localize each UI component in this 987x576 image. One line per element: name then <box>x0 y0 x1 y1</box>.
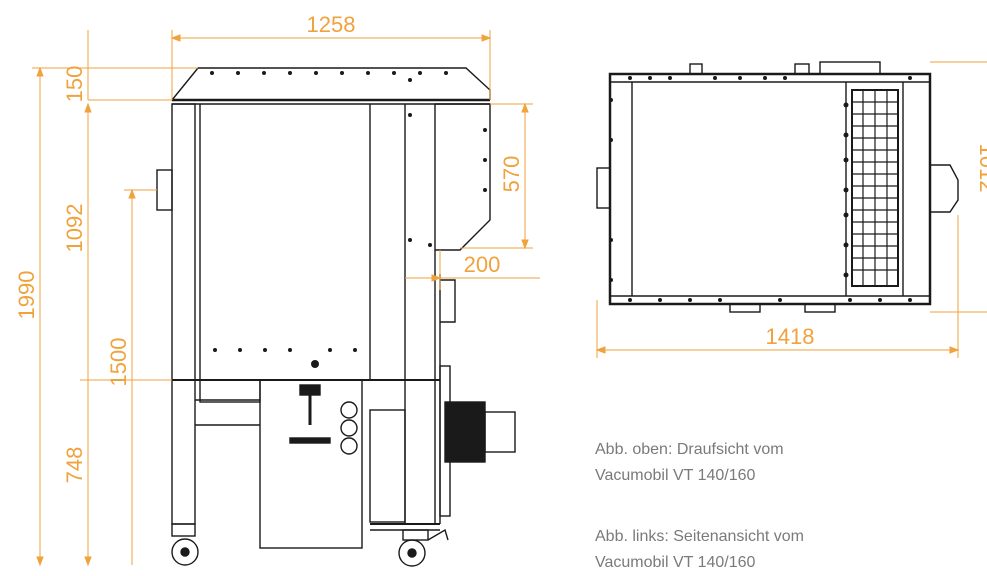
dim-offset: 200 <box>464 252 501 277</box>
dim-width-top: 1258 <box>307 12 356 37</box>
dim-total-height: 1990 <box>14 271 39 320</box>
dim-top-height: 150 <box>62 66 87 103</box>
dim-body-height: 1092 <box>62 204 87 253</box>
side-view-drawing <box>156 67 516 567</box>
dim-lower-height: 748 <box>62 447 87 484</box>
filter-grid <box>851 89 899 287</box>
caption-top-view: Abb. oben: Draufsicht vom Vacumobil VT 1… <box>595 437 784 489</box>
side-view-rivets <box>210 71 487 368</box>
side-view-dimension-lines <box>32 30 540 567</box>
top-view-dimension-lines <box>595 61 987 358</box>
dim-top-view-width: 1418 <box>766 324 815 349</box>
top-view-drawing <box>596 61 959 313</box>
caption-top-view-line1: Abb. oben: Draufsicht vom <box>595 441 784 458</box>
top-view-rivets <box>609 76 912 302</box>
dim-right-upper-height: 570 <box>499 156 524 193</box>
caption-side-view-line1: Abb. links: Seitenansicht vom <box>595 528 804 545</box>
dim-top-view-depth: 1012 <box>975 144 987 193</box>
caption-side-view: Abb. links: Seitenansicht vom Vacumobil … <box>595 524 804 576</box>
caption-side-view-line2: Vacumobil VT 140/160 <box>595 554 756 571</box>
caption-top-view-line2: Vacumobil VT 140/160 <box>595 467 756 484</box>
dim-inner-height: 1500 <box>106 338 131 387</box>
